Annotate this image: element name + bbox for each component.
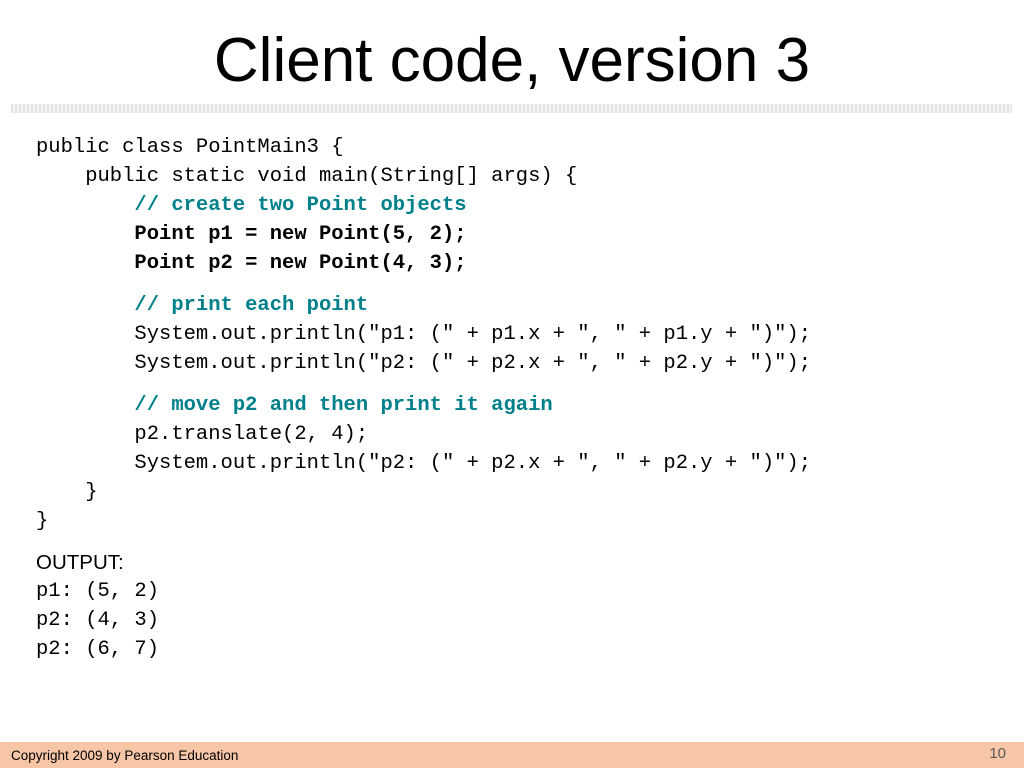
code-comment-move-p2: // move p2 and then print it again xyxy=(36,394,553,417)
code-line-create-p2: Point p2 = new Point(4, 3); xyxy=(36,252,467,275)
slide-number: 10 xyxy=(989,745,1006,762)
footer-bar: Copyright 2009 by Pearson Education xyxy=(0,742,1024,768)
code-line-translate-p2: p2.translate(2, 4); xyxy=(36,423,369,446)
code-line-close-method: } xyxy=(36,481,98,504)
code-line-print-p2: System.out.println("p2: (" + p2.x + ", "… xyxy=(36,352,812,375)
title-divider xyxy=(11,104,1012,113)
code-line-create-p1: Point p1 = new Point(5, 2); xyxy=(36,223,467,246)
output-line-p2-moved: p2: (6, 7) xyxy=(36,638,160,661)
footer-copyright: Copyright 2009 by Pearson Education xyxy=(11,748,239,763)
code-line-print-p1: System.out.println("p1: (" + p1.x + ", "… xyxy=(36,323,812,346)
code-line-close-class: } xyxy=(36,510,49,533)
code-line-print-p2-again: System.out.println("p2: (" + p2.x + ", "… xyxy=(36,452,812,475)
code-comment-create-points: // create two Point objects xyxy=(36,194,467,217)
output-line-p1: p1: (5, 2) xyxy=(36,580,160,603)
code-line-class-declaration: public class PointMain3 { xyxy=(36,136,344,159)
output-heading: OUTPUT: xyxy=(36,551,124,574)
output-line-p2: p2: (4, 3) xyxy=(36,609,160,632)
code-comment-print-points: // print each point xyxy=(36,294,369,317)
code-line-main-method: public static void main(String[] args) { xyxy=(36,165,578,188)
slide-title: Client code, version 3 xyxy=(213,26,811,95)
